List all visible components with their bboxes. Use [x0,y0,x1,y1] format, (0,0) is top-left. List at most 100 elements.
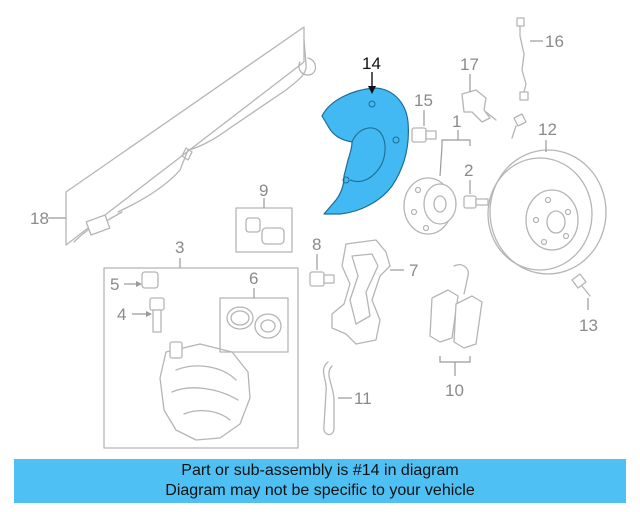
part-10-pad-outer [453,295,483,349]
part-1-leader-hub [439,145,443,177]
part-14-splash-shield[interactable]: 14 [321,54,409,215]
part-16-plug [516,17,525,27]
part-10-pad-inner [429,289,459,343]
part-5-leader-arrow [136,281,142,287]
part-5-label: 5 [110,275,119,294]
part-1-stud-3 [422,224,430,232]
part-6-seal-kit[interactable]: 6 [219,269,289,353]
part-4-leader-arrow [146,311,152,317]
part-11-spring-clip[interactable]: 11 [322,361,372,436]
part-9-guide-pin-kit[interactable]: 9 [235,181,293,253]
caption-line-1: Part or sub-assembly is #14 in diagram [181,462,459,479]
part-4-label: 4 [117,305,126,324]
sensor-screw [511,113,527,139]
part-10-bracket [439,356,471,363]
part-1-stud-1 [414,186,422,194]
part-9-pin-b [261,227,285,245]
part-18-wear-sensor-cable[interactable]: 18 [30,26,317,246]
part-4-bleeder-screw[interactable]: 4 [117,297,165,333]
part-17-sensor-tip [485,111,497,121]
part-8-label: 8 [312,235,321,254]
part-7-carrier-body [331,239,391,345]
part-3-caliper-ribs [171,365,239,421]
part-18-label: 18 [30,209,49,228]
part-12-lug-3 [562,232,570,240]
part-11-clip-shape [322,361,335,436]
part-7-carrier-window [349,253,379,325]
part-3-label: 3 [175,238,184,257]
part-13-screw-shaft [581,285,591,297]
part-3-bleeder [169,341,183,359]
part-18-panel-outline [65,26,305,246]
part-14-label: 14 [362,54,381,73]
part-13-rotor-screw[interactable]: 13 [571,273,598,335]
caption-banner: Part or sub-assembly is #14 in diagram D… [14,459,626,503]
part-14-bolt-hole-3 [342,176,350,184]
part-10-brake-pads[interactable]: 10 [429,264,483,400]
part-6-piston-boot-inner [260,319,276,333]
part-14-bolt-hole-2 [392,136,400,144]
part-12-lug-4 [540,238,548,246]
part-8-bolt-head [309,271,325,287]
part-17-label: 17 [460,55,479,74]
part-12-label: 12 [538,120,557,139]
part-5-cap [141,271,159,289]
part-11-label: 11 [354,389,372,408]
part-12-rotor-edge [487,157,593,271]
sensor-screw-head [513,113,527,127]
part-10-label: 10 [445,381,464,400]
part-18-clip-mid [181,147,193,161]
part-15-bolt-shank [425,130,437,140]
part-3-caliper-assembly[interactable]: 3 [103,238,299,449]
sensor-screw-shaft [511,125,517,139]
part-8-bolt-shank [323,274,335,284]
part-16-speed-sensor-wire[interactable]: 16 [516,17,564,101]
part-15-label: 15 [414,91,433,110]
part-18-connector-wires [73,211,123,243]
part-16-end [519,91,529,101]
part-1-hub-center [433,195,447,213]
part-2-hub-bolt[interactable]: 2 [463,161,489,209]
part-9-label: 9 [259,181,268,200]
part-16-wire [519,21,527,93]
part-6-seal-ring-inner [230,310,250,326]
part-4-screw-head [149,297,165,311]
part-8-carrier-bolt[interactable]: 8 [309,235,335,287]
part-1-wheel-hub[interactable]: 1 [403,112,471,235]
part-16-label: 16 [545,32,564,51]
part-9-pin-a [245,217,261,233]
caption-line-2: Diagram may not be specific to your vehi… [165,482,475,499]
part-7-caliper-carrier[interactable]: 7 [331,239,418,345]
part-12-brake-rotor[interactable]: 12 [487,120,607,275]
part-18-clip-top [298,57,317,76]
part-1-stud-2 [410,208,418,216]
part-5-dust-cap[interactable]: 5 [110,271,159,294]
part-6-label: 6 [249,269,258,288]
part-12-lug-1 [544,196,552,204]
part-13-screw-head [571,273,587,289]
part-12-rotor-center [546,210,566,234]
part-10-wear-wire [453,264,469,295]
part-3-box [103,267,299,449]
part-2-label: 2 [464,161,473,180]
part-12-lug-2 [564,208,572,216]
part-13-label: 13 [579,316,598,335]
part-15-bolt[interactable]: 15 [411,91,437,143]
part-17-sensor[interactable]: 17 [460,55,497,123]
part-4-screw-shaft [152,309,162,333]
part-12-rotor-hat [525,189,579,251]
part-12-lug-5 [532,216,540,224]
part-17-sensor-body [461,89,491,123]
part-18-connector [85,214,111,236]
part-2-bolt-head [463,195,477,209]
part-6-piston-boot [254,313,282,339]
part-1-label: 1 [452,112,461,131]
part-2-bolt-shank [475,198,489,206]
part-1-hub-bearing [423,183,457,225]
part-18-cable [117,39,307,213]
part-7-label: 7 [409,261,418,280]
part-14-shield-cutout [349,127,386,183]
part-15-bolt-head [411,127,427,143]
part-14-bolt-hole-1 [368,100,376,108]
